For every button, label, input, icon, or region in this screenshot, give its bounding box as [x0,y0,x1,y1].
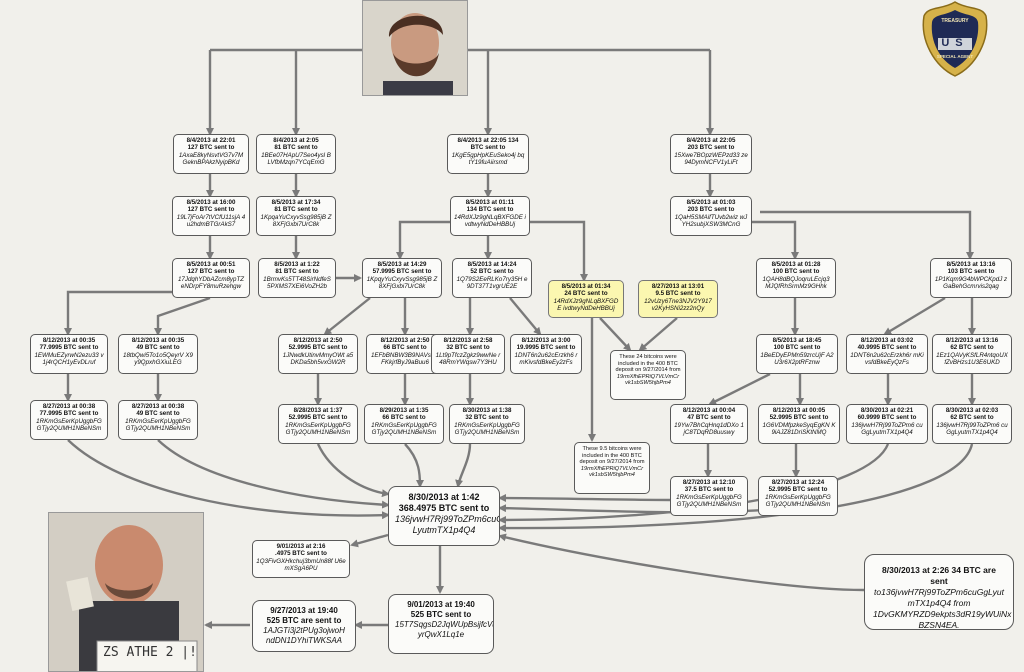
annotation-34-btc: 8/30/2013 at 2:26 34 BTC are sent to136j… [864,554,1014,630]
badge-letters: US [941,37,969,49]
wire-b3-c3 [396,220,450,260]
node-d8: 8/12/2013 at 13:16 62 BTC sent to 1Ez1QA… [932,334,1012,374]
node-h1: 9/01/2013 at 2:16 .4975 BTC sent to 1Q3F… [252,540,350,578]
node-d3: 8/12/2013 at 2:50 52.9995 BTC sent to 1J… [278,334,358,374]
node-c7: 8/5/2013 at 18:45 100 BTC sent to 1BeEDy… [756,334,838,374]
node-d5: 8/12/2013 at 2:58 32 BTC sent to 1Lt9pTf… [431,334,505,374]
wire-y1-n1 [599,317,632,352]
node-a4: 8/4/2013 at 22:05 203 BTC sent to 15Xwe7… [670,134,752,174]
node-e8: 8/30/2013 at 02:21 60.9999 BTC sent to 1… [846,404,928,444]
wire-c6-d7 [883,296,946,336]
wire-b4-c6 [760,210,974,260]
note-24-bitcoins: These 24 bitcoins were included in the 4… [610,350,686,400]
node-e9: 8/30/2013 at 02:03 62 BTC sent to 136jvw… [932,404,1012,444]
node-a2: 8/4/2013 at 2:05 81 BTC sent to 1BEe07HA… [256,134,336,174]
note-9-5-bitcoins: These 9.5 bitcoins were included in the … [574,442,650,494]
node-e6: 8/12/2013 at 00:04 47 BTC sent to 19Yw7B… [670,404,748,444]
wire-e1-g1 [67,439,390,520]
wire-e3-g1 [316,443,390,498]
wire-b3-y1 [530,220,588,282]
suspect-photo-top [362,0,468,96]
wire-e2-g1 [157,439,390,509]
node-e7: 8/12/2013 at 00:05 52.9995 BTC sent to 1… [758,404,840,444]
wire-c4-d6 [509,297,542,336]
person-image-top [363,1,467,95]
node-b2: 8/5/2013 at 17:34 81 BTC sent to 1KpqaYu… [256,196,336,236]
node-c1: 8/5/2013 at 00:51 127 BTC sent to 17Jdqh… [172,258,250,298]
node-h2: 9/27/2013 at 19:40 525 BTC are sent to 1… [252,600,356,652]
node-c3: 8/5/2013 at 14:29 57.9995 BTC sent to 1K… [362,258,442,298]
wire-e5-g1 [455,443,472,488]
node-d1: 8/12/2013 at 00:35 77.9995 BTC sent to 1… [30,334,108,374]
node-y2: 8/27/2013 at 13:01 9.5 BTC sent to 12vUz… [638,280,718,318]
node-a3: 8/4/2013 at 22:05 134 BTC sent to 1KgE5g… [447,134,529,174]
node-c4: 8/5/2013 at 14:24 52 BTC sent to 1Q79S2E… [452,258,532,298]
node-b1: 8/5/2013 at 16:00 127 BTC sent to 19L7jF… [172,196,250,236]
node-c6: 8/5/2013 at 13:16 103 BTC sent to 1P1Kqm… [930,258,1012,298]
node-f2: 8/27/2013 at 12:24 52.9995 BTC sent to 1… [758,476,838,516]
wire-c3-d3 [323,297,371,336]
wire-g1-h1 [350,533,389,548]
photo-sign-text: ZS ATHE 2 |! [103,645,197,660]
badge-top-text: TREASURY [941,18,969,24]
node-e4: 8/29/2013 at 1:35 66 BTC sent to 1RKmGsE… [364,404,444,444]
node-c5: 8/5/2013 at 01:28 100 BTC sent to 1QAH8d… [756,258,836,298]
node-a1: 8/4/2013 at 22:01 127 BTC sent to 1AxaE8… [173,134,249,174]
treasury-badge-icon: TREASURY US SPECIAL AGENT [920,0,990,78]
wire-y2-n2 [638,317,678,352]
badge-bottom-text: SPECIAL AGENT [936,54,974,59]
node-f1: 8/27/2013 at 12:10 37.5 BTC sent to 1RKm… [670,476,748,516]
node-e5: 8/30/2013 at 1:38 32 BTC sent to 1RKmGsE… [449,404,525,444]
node-e3: 8/28/2013 at 1:37 52.9995 BTC sent to 1R… [278,404,358,444]
wire-f1-g1 [498,494,673,503]
node-d6: 8/12/2013 at 3:00 19.9995 BTC sent to 1D… [510,334,582,374]
node-central-aggregate: 8/30/2013 at 1:42 368.4975 BTC sent to 1… [388,486,500,546]
wire-an-g1 [498,533,865,592]
node-e2: 8/27/2013 at 00:38 49 BTC sent to 1RKmGs… [118,400,198,440]
person-image-bottom [49,513,203,671]
node-d2: 8/12/2013 at 00:35 49 BTC sent to 18tbQw… [118,334,198,374]
node-h3: 9/01/2013 at 19:40 525 BTC sent to 15T7S… [388,594,494,654]
suspect-photo-bottom: ZS ATHE 2 |! [48,512,204,672]
node-d7: 8/12/2013 at 03:02 40.9995 BTC sent to 1… [846,334,928,374]
node-b4: 8/5/2013 at 01:03 203 BTC sent to 1QaH5S… [670,196,752,236]
wire-c7-e6 [708,372,771,406]
node-b3: 8/5/2013 at 01:11 134 BTC sent to 14RdXJ… [450,196,530,236]
wire-c1-d1 [64,290,180,336]
node-e1: 8/27/2013 at 00:38 77.9995 BTC sent to 1… [30,400,108,440]
node-c2: 8/5/2013 at 1:22 81 BTC sent to 1BrmvKs5… [258,258,336,298]
wire-c1-d2 [154,296,211,336]
node-y1: 8/5/2013 at 01:34 24 BTC sent to 14RdXJz… [548,280,624,318]
wire-e4-g1 [404,443,424,488]
